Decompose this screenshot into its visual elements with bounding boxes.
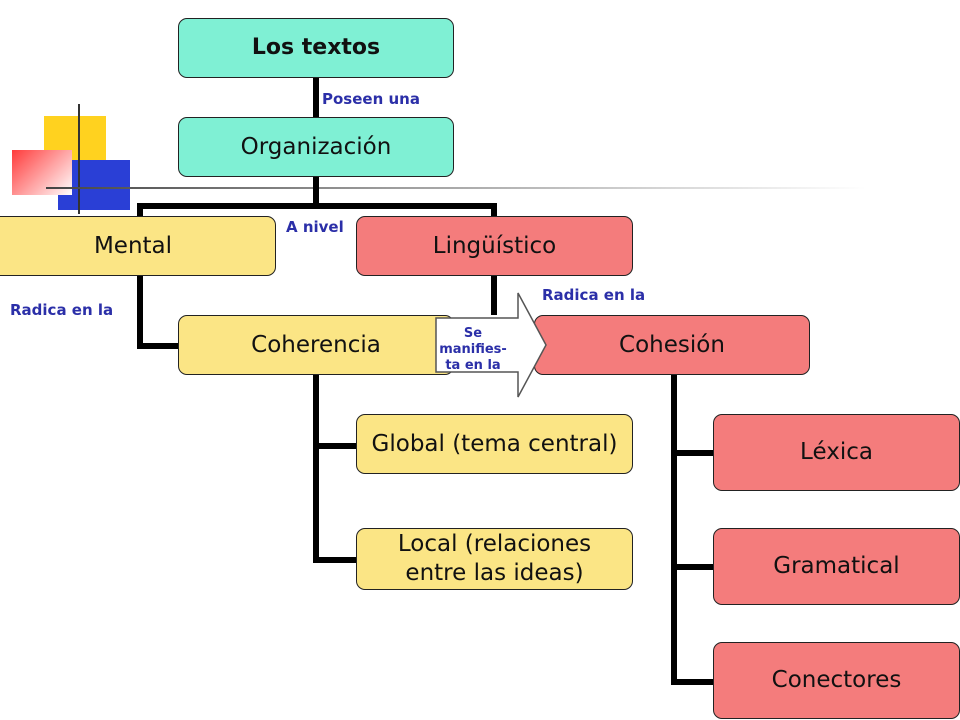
node-linguistico-label: Lingüístico [432,232,557,259]
node-gramatical-label: Gramatical [773,553,900,580]
node-los-textos-label: Los textos [251,35,381,61]
node-gramatical: Gramatical [713,528,960,605]
node-conectores: Conectores [713,642,960,719]
node-conectores-label: Conectores [771,667,902,694]
block-arrow-label-line1: Se manifies- [439,326,507,357]
node-global-label: Global (tema central) [371,430,618,457]
connector-mental-coherencia [137,276,180,349]
decorative-vertical-line [78,104,80,214]
node-local-label: Local (relaciones entre las ideas) [397,531,592,586]
label-radica-en-la-left: Radica en la [10,301,114,319]
node-coherencia-label: Coherencia [251,331,381,358]
node-global: Global (tema central) [356,414,633,474]
connector-cohesion-conectores [671,567,714,685]
node-los-textos: Los textos [178,18,454,78]
node-lexica-label: Léxica [800,439,873,466]
node-organizacion-label: Organización [240,133,392,160]
node-cohesion-label: Cohesión [619,331,725,358]
node-lexica: Léxica [713,414,960,491]
connector-organizacion-linguistico [316,203,497,216]
decorative-horizontal-line [46,187,866,189]
connector-coherencia-local [313,446,358,563]
node-linguistico: Lingüístico [356,216,633,276]
label-poseen-una: Poseen una [322,90,420,108]
block-arrow-label-line2: ta en la [445,358,501,373]
label-a-nivel: A nivel [286,218,344,236]
node-organizacion: Organización [178,117,454,177]
node-mental: Mental [0,216,276,276]
node-local: Local (relaciones entre las ideas) [356,528,633,590]
label-radica-en-la-right: Radica en la [542,286,646,304]
block-arrow-label: Se manifies- ta en la [430,326,516,374]
connector-organizacion-mental [137,176,319,216]
node-coherencia: Coherencia [178,315,454,375]
block-arrow-shape [435,292,547,398]
node-mental-label: Mental [93,232,173,259]
